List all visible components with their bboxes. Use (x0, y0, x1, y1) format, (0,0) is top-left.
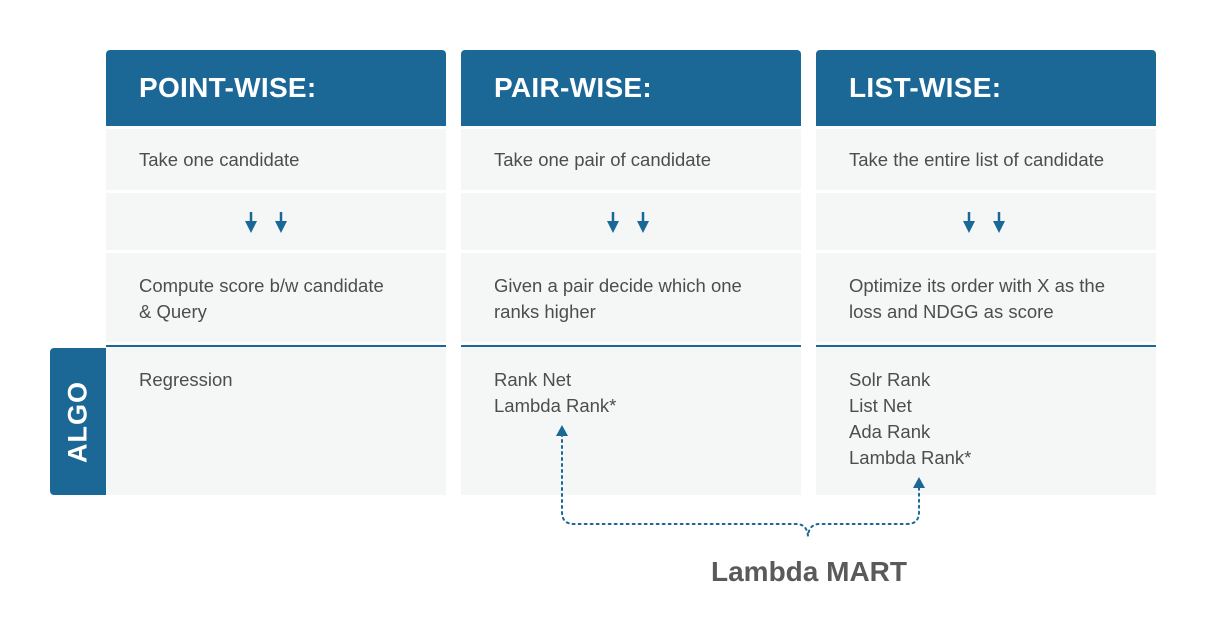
divider (461, 345, 801, 347)
algo-item: Lambda Rank* (849, 447, 972, 468)
step-process-line: & Query (139, 301, 207, 322)
divider (816, 345, 1156, 347)
algo-row-label: ALGO (50, 348, 106, 495)
arrow-down-icon (963, 212, 975, 233)
algo-item: Solr Rank (849, 369, 931, 390)
algo-item: Ada Rank (849, 421, 931, 442)
arrow-down-icon (993, 212, 1005, 233)
column-list-wise: LIST-WISE: Take the entire list of candi… (816, 50, 1156, 495)
algo-item: Rank Net (494, 369, 572, 390)
column-title: LIST-WISE: (816, 50, 1156, 126)
algo-list: Rank Net Lambda Rank* (461, 347, 801, 495)
step-process: Compute score b/w candidate & Query (106, 253, 446, 342)
dotted-connector (561, 433, 920, 537)
step-process-line: ranks higher (494, 301, 596, 322)
lambda-mart-label: Lambda MART (711, 556, 907, 587)
step-take: Take the entire list of candidate (816, 129, 1156, 190)
step-process-line: loss and NDGG as score (849, 301, 1054, 322)
arrow-down-icon (275, 212, 287, 233)
algo-item: Lambda Rank* (494, 395, 617, 416)
step-process-line: Compute score b/w candidate (139, 275, 384, 296)
algo-item: List Net (849, 395, 912, 416)
arrow-up-icon (556, 425, 568, 436)
step-take: Take one candidate (106, 129, 446, 190)
algo-list: Solr Rank List Net Ada Rank Lambda Rank* (816, 347, 1156, 495)
step-arrows (106, 193, 446, 250)
arrow-down-icon (245, 212, 257, 233)
column-point-wise: POINT-WISE: Take one candidate Compute s… (106, 50, 446, 495)
step-process: Optimize its order with X as the loss an… (816, 253, 1156, 342)
column-title: PAIR-WISE: (461, 50, 801, 126)
divider (106, 345, 446, 347)
step-take-text: Take the entire list of candidate (849, 148, 1105, 170)
step-process: Given a pair decide which one ranks high… (461, 253, 801, 342)
arrow-down-icon (607, 212, 619, 233)
algo-item: Regression (139, 369, 233, 390)
step-take-text: Take one pair of candidate (494, 148, 712, 170)
step-process-line: Given a pair decide which one (494, 275, 742, 296)
step-take-text: Take one candidate (139, 148, 300, 170)
arrow-down-icon (637, 212, 649, 233)
column-title: POINT-WISE: (106, 50, 446, 126)
arrow-up-icon (913, 477, 925, 488)
step-take: Take one pair of candidate (461, 129, 801, 190)
column-pair-wise: PAIR-WISE: Take one pair of candidate Gi… (461, 50, 801, 495)
step-process-line: Optimize its order with X as the (849, 275, 1106, 296)
algo-list: Regression (106, 347, 446, 495)
step-arrows (816, 193, 1156, 250)
step-arrows (461, 193, 801, 250)
